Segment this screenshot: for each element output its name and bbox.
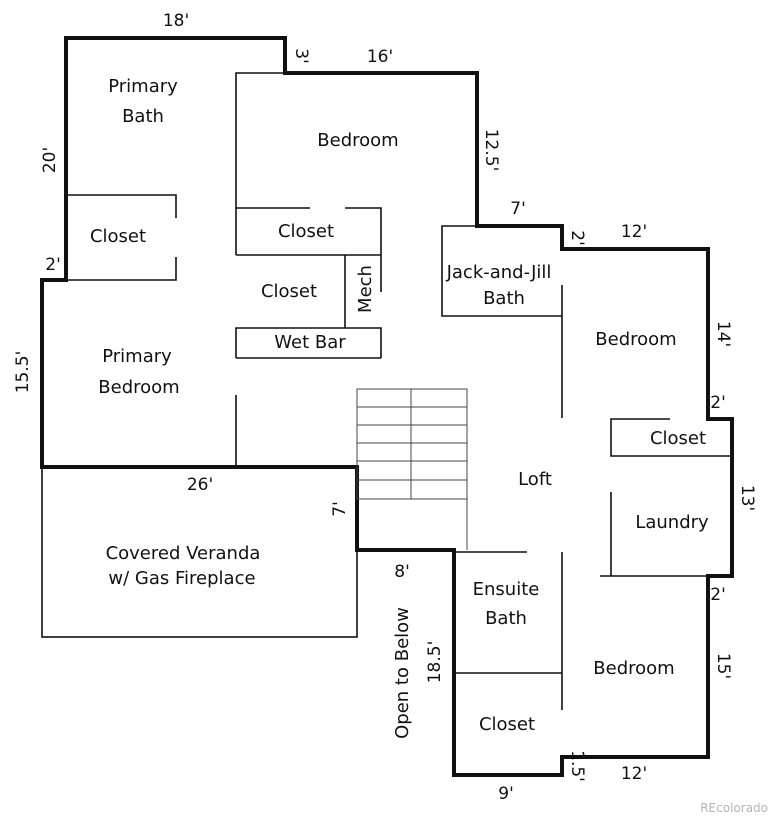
dim-2-c: 2' xyxy=(710,585,726,605)
jj-bath-wall xyxy=(441,225,562,317)
dim-2-b: 2' xyxy=(710,393,726,413)
dim-18: 18' xyxy=(163,11,189,31)
closet-top-wall-right xyxy=(345,207,382,255)
closet-bottom-label: Closet xyxy=(479,714,535,735)
open-to-below-label: Open to Below xyxy=(392,607,413,739)
closet-mid-label: Closet xyxy=(261,281,317,302)
bedroom-right-label: Bedroom xyxy=(595,329,676,350)
primary-bedroom-label-2: Bedroom xyxy=(98,377,179,398)
dim-12-5: 12.5' xyxy=(481,129,501,172)
dim-3: 3' xyxy=(291,48,311,64)
dim-14: 14' xyxy=(713,321,733,347)
veranda-outline xyxy=(41,466,358,638)
watermark: REcolorado xyxy=(700,801,768,815)
ensuite-bath-label: Ensuite xyxy=(473,579,540,600)
dim-15-5: 15.5' xyxy=(13,351,33,394)
mech-label: Mech xyxy=(355,265,376,313)
bedroom-top-label: Bedroom xyxy=(317,130,398,151)
closet-primary-label: Closet xyxy=(90,226,146,247)
jj-bath-label: Jack-and-Jill xyxy=(446,262,552,283)
dim-9: 9' xyxy=(498,784,514,804)
staircase xyxy=(356,388,468,550)
veranda-label-2: w/ Gas Fireplace xyxy=(108,568,255,589)
primary-bath-label-2: Bath xyxy=(122,106,164,127)
dim-13: 13' xyxy=(737,485,757,511)
bedroom-top-wall xyxy=(235,72,285,255)
dim-12-b: 12' xyxy=(621,764,647,784)
dim-26: 26' xyxy=(187,475,213,495)
primary-closet-wall xyxy=(66,194,177,218)
primary-closet-wall-lower xyxy=(66,257,177,281)
jj-bath-label-2: Bath xyxy=(483,288,525,309)
dim-7-top: 7' xyxy=(510,199,526,219)
dim-2-left: 2' xyxy=(45,255,61,275)
wet-bar-label: Wet Bar xyxy=(274,332,346,353)
primary-bath-label: Primary xyxy=(108,76,178,97)
dim-18-5: 18.5' xyxy=(425,641,445,684)
closet-right-label: Closet xyxy=(650,428,706,449)
ensuite-bath-label-2: Bath xyxy=(485,608,527,629)
laundry-wall xyxy=(600,492,708,577)
dim-15: 15' xyxy=(713,653,733,679)
dim-8: 8' xyxy=(394,562,410,582)
bedroom-bottom-label: Bedroom xyxy=(593,658,674,679)
dim-16: 16' xyxy=(367,47,393,67)
laundry-label: Laundry xyxy=(635,512,709,533)
closet-top-label: Closet xyxy=(278,221,334,242)
veranda-label: Covered Veranda xyxy=(106,543,261,564)
dim-1-5: 1.5' xyxy=(567,750,587,782)
dim-2-a: 2' xyxy=(567,230,587,246)
primary-bedroom-label: Primary xyxy=(102,346,172,367)
loft-label: Loft xyxy=(518,469,552,490)
dim-20: 20' xyxy=(40,147,60,173)
closet-right-wall xyxy=(610,418,732,457)
dim-7-mid: 7' xyxy=(330,501,350,517)
dim-12-a: 12' xyxy=(621,222,647,242)
wet-bar-wall xyxy=(235,327,382,358)
